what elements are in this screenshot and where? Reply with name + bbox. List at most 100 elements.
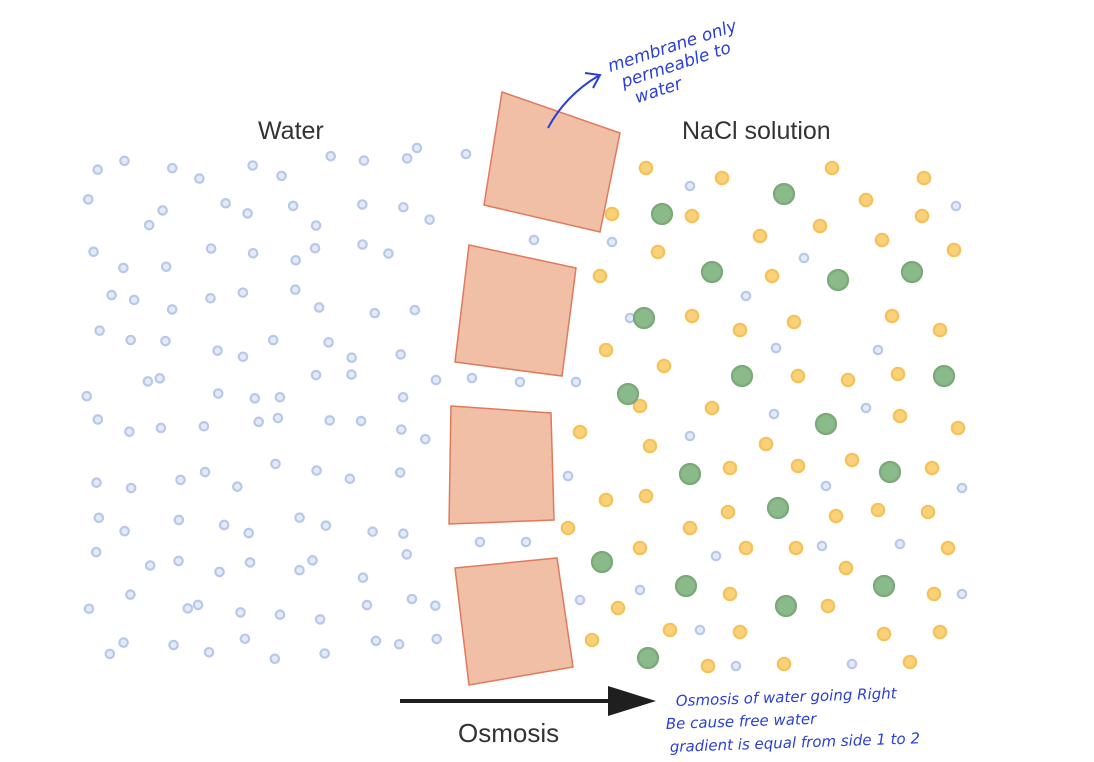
chloride-ion <box>590 550 614 574</box>
osmosis-note-line-3: gradient is equal from side 1 to 2 <box>670 729 921 756</box>
sodium-ion <box>720 504 736 520</box>
water-molecule <box>325 150 337 162</box>
water-molecule <box>244 557 256 568</box>
water-molecule <box>104 648 116 660</box>
water-molecule <box>431 633 443 645</box>
water-molecule <box>289 284 301 295</box>
water-molecule <box>81 390 93 402</box>
water-label: Water <box>258 117 324 145</box>
water-molecule <box>83 603 95 615</box>
sodium-ion <box>820 598 836 614</box>
water-molecule <box>214 566 225 578</box>
sodium-ion <box>858 192 874 208</box>
sodium-ion <box>946 242 962 258</box>
sodium-ion <box>584 632 600 648</box>
water-molecule <box>606 236 618 248</box>
water-molecule <box>514 376 526 388</box>
arrow-right-icon <box>400 686 656 716</box>
water-molecule <box>125 482 137 494</box>
water-molecule <box>160 335 171 347</box>
sodium-ion <box>604 206 620 222</box>
sodium-ion <box>714 170 730 186</box>
water-molecule <box>730 660 742 672</box>
sodium-ion <box>790 368 806 384</box>
water-molecule <box>166 162 178 174</box>
water-molecule <box>192 599 204 611</box>
sodium-ion <box>732 624 748 640</box>
water-molecule <box>357 572 369 584</box>
sodium-ion <box>598 342 614 358</box>
water-molecule <box>574 594 586 606</box>
sodium-ion <box>572 424 588 440</box>
water-molecules <box>81 142 968 672</box>
water-molecule <box>346 352 357 364</box>
water-molecule <box>212 388 224 399</box>
water-molecule <box>430 600 441 611</box>
water-molecule <box>154 373 166 384</box>
sodium-ion <box>662 622 678 638</box>
water-molecule <box>411 142 423 154</box>
water-molecule <box>168 639 179 651</box>
sodium-ion <box>786 314 802 330</box>
water-molecule <box>119 525 130 537</box>
chloride-ion <box>932 364 956 388</box>
water-molecule <box>528 234 540 246</box>
sodium-ion <box>790 458 806 474</box>
sodium-ion <box>788 540 804 556</box>
water-molecule <box>383 248 394 259</box>
water-molecule <box>88 246 99 258</box>
water-molecule <box>956 482 968 494</box>
annotation-arrow-icon <box>547 72 602 129</box>
osmosis-note-line-1: Osmosis of water going Right <box>676 684 898 710</box>
water-molecule <box>466 372 478 384</box>
sodium-ion <box>592 268 608 284</box>
sodium-ion <box>902 654 918 670</box>
sodium-ion <box>884 308 900 324</box>
water-molecule <box>324 415 336 426</box>
water-molecule <box>710 550 722 562</box>
water-molecule <box>287 200 299 212</box>
water-molecule <box>419 433 431 445</box>
sodium-ion <box>610 600 626 616</box>
sodium-ion <box>824 160 840 176</box>
sodium-ion <box>776 656 792 672</box>
water-molecule <box>740 290 752 302</box>
sodium-ion <box>876 626 892 642</box>
chloride-ion <box>774 594 798 618</box>
osmosis-label: Osmosis <box>458 718 559 748</box>
sodium-ion <box>870 502 886 518</box>
water-molecule <box>93 512 105 524</box>
water-molecule <box>198 420 210 432</box>
water-molecule <box>175 474 186 486</box>
sodium-ion <box>840 372 856 388</box>
sodium-ion <box>924 460 940 476</box>
sodium-ion <box>752 228 768 244</box>
sodium-ion <box>682 520 698 536</box>
water-molecule <box>310 220 322 231</box>
water-molecule <box>106 289 117 301</box>
water-molecule <box>125 589 136 600</box>
sodium-ion <box>632 540 648 556</box>
water-molecule <box>118 637 129 648</box>
water-molecule <box>199 466 211 478</box>
water-molecule <box>267 334 279 346</box>
water-molecule <box>398 201 409 213</box>
sodium-ion <box>940 540 956 556</box>
water-molecule <box>570 376 582 388</box>
sodium-ion <box>758 436 774 452</box>
water-molecule <box>247 247 259 259</box>
sodium-ion <box>638 488 654 504</box>
sodium-ion <box>656 358 672 374</box>
water-molecule <box>92 414 104 425</box>
water-molecule <box>249 393 261 404</box>
water-molecule <box>144 560 156 571</box>
chloride-ion <box>616 382 640 406</box>
membrane-annotation: membrane only permeable to water <box>605 16 740 108</box>
water-molecule <box>319 648 330 659</box>
water-molecule <box>310 369 322 381</box>
water-molecule <box>344 473 356 485</box>
sodium-ion <box>632 398 648 414</box>
water-molecule <box>409 304 421 316</box>
chloride-ion <box>872 574 896 598</box>
water-molecule <box>237 351 249 363</box>
